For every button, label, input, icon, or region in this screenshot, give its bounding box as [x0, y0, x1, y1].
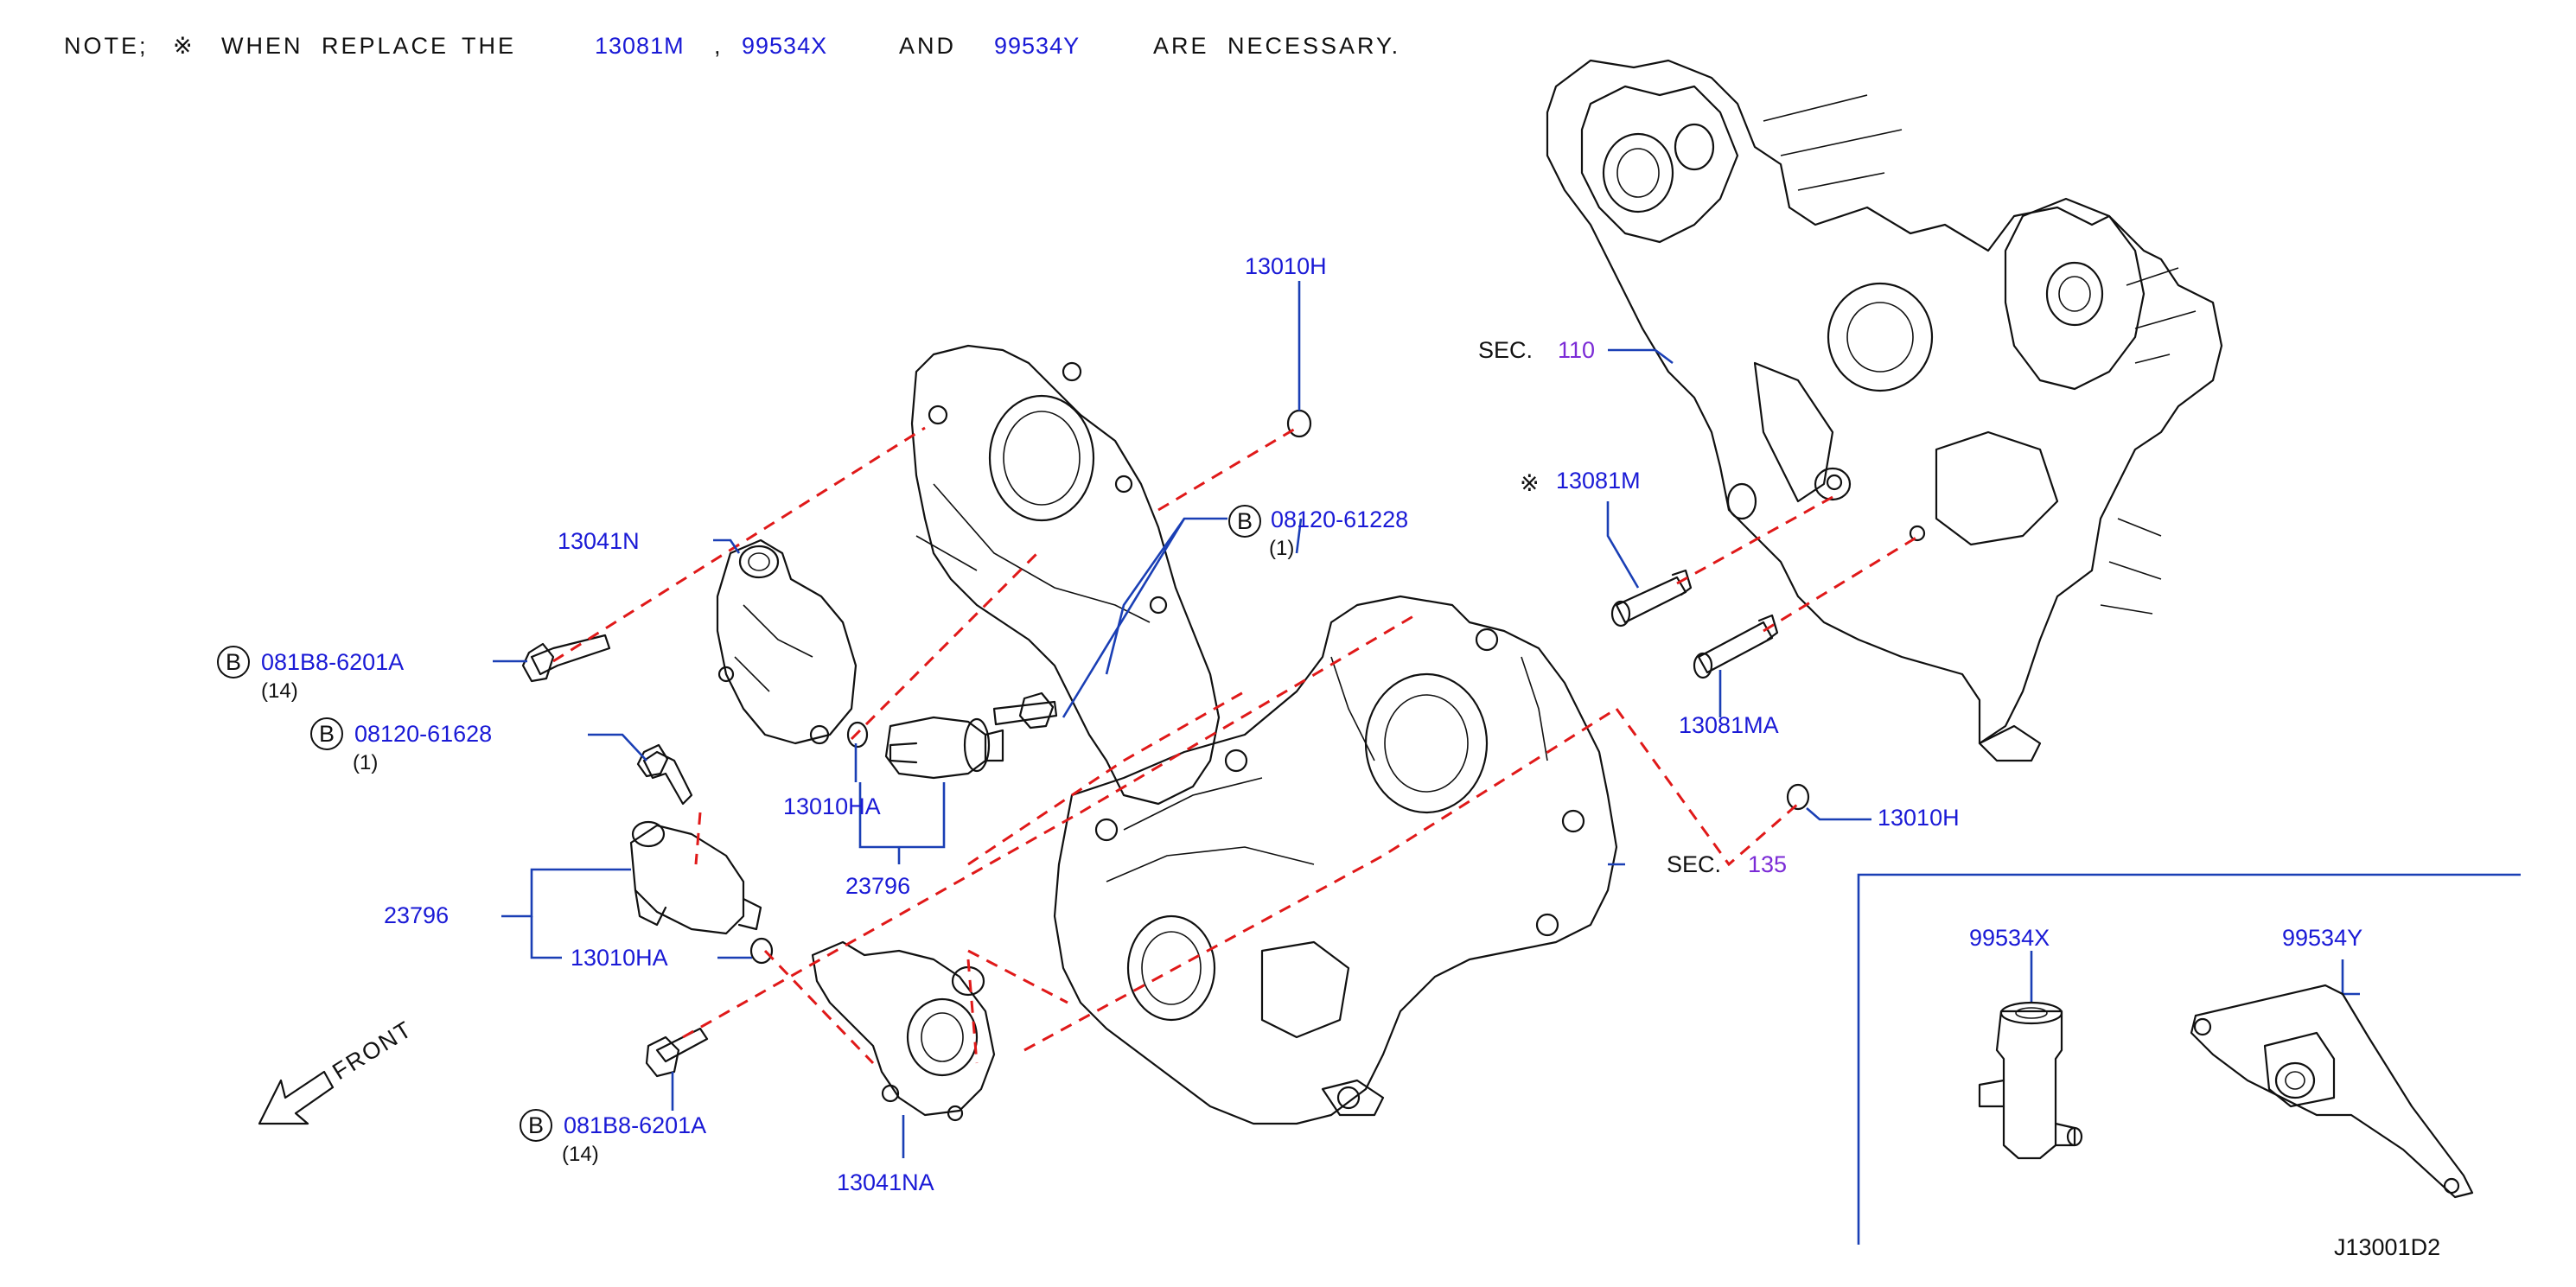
note-part-13081m[interactable]: 13081M [595, 33, 685, 59]
bolt-08120-61228[interactable] [992, 691, 1058, 730]
label-081b8-6201a-top[interactable]: 081B8-6201A [261, 649, 404, 675]
note-prefix: NOTE; [64, 33, 149, 59]
bolt-badge-08120-61628 [310, 717, 343, 750]
label-13081m[interactable]: 13081M [1556, 468, 1641, 494]
inset-box [1857, 873, 2521, 1245]
diagram-code: J13001D2 [2334, 1234, 2440, 1260]
label-sec135-number[interactable]: 135 [1748, 851, 1787, 877]
bolt-badge-08120-61228 [1228, 505, 1261, 538]
valve-timing-cover-13041na[interactable] [811, 940, 996, 1122]
label-13041n[interactable]: 13041N [558, 528, 640, 554]
label-08120-61628[interactable]: 08120-61628 [354, 721, 492, 747]
leader-lines [493, 281, 2360, 1158]
o-ring-13010h-top[interactable] [1286, 409, 1312, 438]
label-sec110-word: SEC. [1478, 337, 1533, 363]
part-99534y[interactable] [2190, 984, 2474, 1199]
front-label: FRONT [328, 1016, 417, 1085]
part-13081ma[interactable] [1693, 614, 1779, 679]
label-08120-61228[interactable]: 08120-61228 [1271, 507, 1408, 532]
note-word-are: ARE [1153, 33, 1209, 59]
label-13010ha-left[interactable]: 13010HA [571, 945, 668, 971]
bolt-badge-letter-08120-61228: B [1237, 508, 1253, 534]
part-labels: 13010H SEC. 110 ※ 13081M 13041N B 08120-… [217, 253, 2440, 1260]
label-sec110-number[interactable]: 110 [1558, 337, 1595, 363]
note-word-the: THE [462, 33, 516, 59]
valve-timing-cover-13041n[interactable] [716, 538, 858, 745]
label-sec135-word: SEC. [1667, 851, 1721, 877]
note-word-and: AND [899, 33, 956, 59]
front-arrow: FRONT [258, 1016, 418, 1125]
alignment-dashed-lines [552, 426, 1920, 1065]
solenoid-valve-23796-left[interactable] [629, 820, 762, 935]
engine-block-illustration [1546, 59, 2223, 762]
part-13081m[interactable] [1610, 569, 1693, 628]
label-081b8-6201a-bottom-qty: (14) [562, 1143, 599, 1166]
note-line: NOTE; ※ WHEN REPLACE THE 13081M , 99534X… [64, 33, 1400, 59]
label-081b8-6201a-bottom[interactable]: 081B8-6201A [564, 1112, 706, 1138]
label-13041na[interactable]: 13041NA [837, 1169, 934, 1195]
note-word-when: WHEN [221, 33, 303, 59]
o-ring-13010ha-mid[interactable] [846, 721, 869, 749]
bolt-badge-letter-081b8-bottom: B [528, 1112, 544, 1138]
note-word-replace: REPLACE [322, 33, 449, 59]
note-part-99534y[interactable]: 99534Y [994, 33, 1080, 59]
bolt-badge-081b8-top [217, 646, 250, 679]
label-23796-mid[interactable]: 23796 [845, 873, 910, 899]
bolt-badge-letter-08120-61628: B [319, 721, 335, 747]
front-timing-cover-upper [910, 344, 1221, 806]
label-99534x[interactable]: 99534X [1969, 925, 2050, 951]
label-13010h-top[interactable]: 13010H [1245, 253, 1327, 279]
label-13010ha-mid[interactable]: 13010HA [783, 793, 881, 819]
label-08120-61228-qty: (1) [1269, 537, 1294, 560]
label-23796-left[interactable]: 23796 [384, 902, 449, 928]
part-99534x[interactable] [1978, 1001, 2083, 1160]
solenoid-valve-23796-mid[interactable] [884, 716, 1004, 780]
note-symbol: ※ [173, 33, 195, 59]
bolt-badge-letter-081b8-top: B [226, 649, 241, 675]
o-ring-13010ha-left[interactable] [749, 937, 774, 965]
bolt-081b8-6201a-bottom[interactable] [645, 1027, 709, 1078]
label-13081ma[interactable]: 13081MA [1679, 712, 1779, 738]
note-part-99534x[interactable]: 99534X [742, 33, 827, 59]
label-081b8-6201a-top-qty: (14) [261, 679, 298, 703]
label-99534y[interactable]: 99534Y [2282, 925, 2362, 951]
bolt-badge-081b8-bottom [520, 1109, 552, 1142]
label-08120-61628-qty: (1) [353, 751, 378, 774]
o-ring-13010h-right[interactable] [1786, 783, 1810, 811]
inset-border [1857, 873, 2521, 1245]
label-13010h-right[interactable]: 13010H [1878, 805, 1960, 831]
bolt-081b8-6201a-top[interactable] [521, 634, 611, 683]
timing-chain-case-main [1053, 595, 1618, 1125]
label-13081m-symbol: ※ [1520, 470, 1540, 496]
note-comma: , [714, 33, 724, 59]
bolt-08120-61628[interactable] [636, 743, 693, 806]
note-word-necessary: NECESSARY. [1227, 33, 1400, 59]
front-arrow-icon [258, 1070, 335, 1125]
